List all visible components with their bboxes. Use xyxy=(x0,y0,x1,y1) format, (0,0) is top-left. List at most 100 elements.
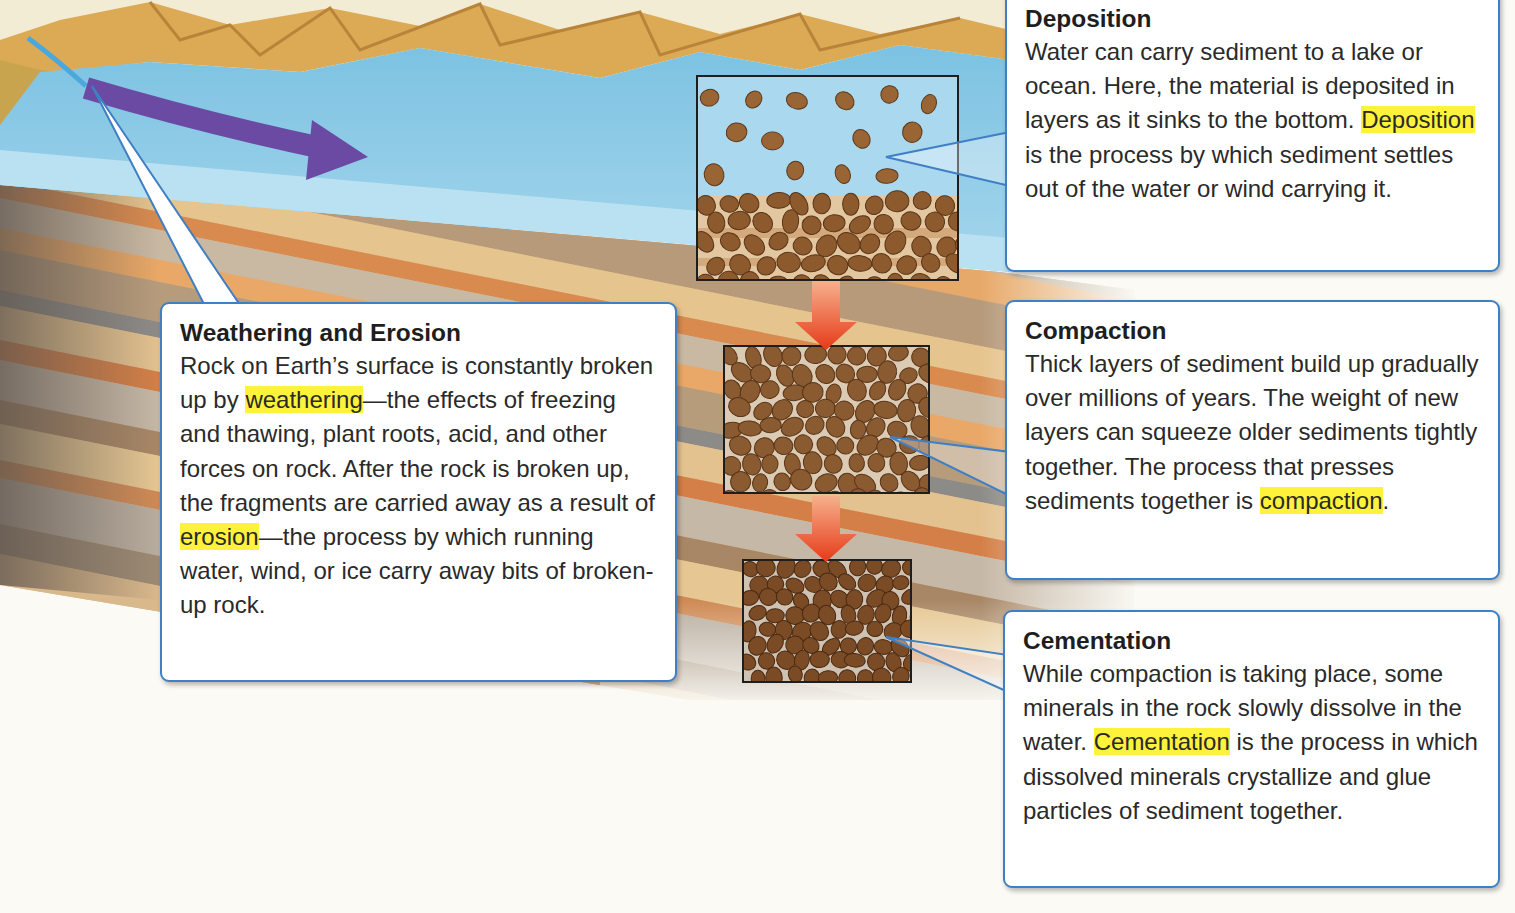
pebble xyxy=(698,87,721,108)
pebble xyxy=(833,273,858,280)
pebble xyxy=(747,603,769,623)
pebble xyxy=(725,121,748,143)
pebble xyxy=(787,665,804,682)
pebble xyxy=(737,420,762,438)
pebble xyxy=(759,379,781,400)
cementation-picture xyxy=(736,554,934,690)
pebble xyxy=(837,668,857,682)
pebble xyxy=(818,670,839,682)
pebble xyxy=(810,271,836,280)
pebble xyxy=(848,560,867,577)
pebble xyxy=(866,620,884,637)
pebble xyxy=(857,669,874,682)
callout-box: CompactionThick layers of sediment build… xyxy=(1005,300,1500,580)
pebble xyxy=(869,664,895,682)
pebble xyxy=(887,346,910,363)
erosion-arrow-head xyxy=(306,120,368,180)
pebble xyxy=(742,88,765,112)
pebble xyxy=(877,470,902,493)
pebble xyxy=(821,452,845,477)
pebble xyxy=(862,193,886,218)
pebble xyxy=(706,211,726,235)
pebble xyxy=(867,453,885,473)
pebble xyxy=(824,252,851,278)
pebble xyxy=(751,670,766,682)
pebble xyxy=(719,194,741,213)
pebble xyxy=(812,470,840,493)
pebble xyxy=(760,417,782,433)
pebble xyxy=(812,193,831,214)
pebble xyxy=(906,269,938,280)
pebble xyxy=(849,126,873,151)
pebble xyxy=(891,574,910,591)
pebble xyxy=(901,121,923,144)
pebble xyxy=(789,271,816,280)
callout-text: Thick layers of sediment build up gradua… xyxy=(1025,347,1482,517)
callout-pointer xyxy=(890,437,1010,496)
pebbles xyxy=(697,82,958,280)
deposition-picture xyxy=(691,76,982,301)
stream xyxy=(28,38,86,86)
pebble xyxy=(919,92,939,115)
pebble xyxy=(902,560,911,576)
pebble xyxy=(909,454,929,471)
pebble xyxy=(842,193,859,215)
pebble xyxy=(804,669,820,682)
pebble xyxy=(822,213,846,233)
pebble xyxy=(727,210,751,230)
pebble xyxy=(716,270,740,280)
pebble xyxy=(944,208,958,235)
pebble xyxy=(942,250,958,278)
pebble xyxy=(776,251,802,274)
pebble xyxy=(865,560,884,576)
pebble xyxy=(899,210,923,233)
picture-ground xyxy=(724,346,929,493)
callout-box: CementationWhile compaction is taking pl… xyxy=(1003,610,1500,888)
pebble xyxy=(800,252,827,273)
callout-box: Weathering and ErosionRock on Earth’s su… xyxy=(160,302,677,682)
pebble xyxy=(848,453,866,473)
pebble xyxy=(802,412,828,438)
picture-ground xyxy=(743,560,911,682)
pebble xyxy=(899,586,911,607)
pebble xyxy=(729,470,753,493)
pebble xyxy=(844,653,866,668)
pebble xyxy=(923,210,947,234)
pebble xyxy=(765,667,782,682)
pebble xyxy=(717,229,744,254)
process-arrow xyxy=(795,496,857,562)
pebble xyxy=(702,162,726,188)
pebble xyxy=(766,192,791,209)
callout-text: While compaction is taking place, some m… xyxy=(1023,657,1482,827)
pebble xyxy=(786,465,816,493)
pebble xyxy=(740,231,768,259)
pebble xyxy=(784,159,806,182)
callout-text: Rock on Earth’s surface is constantly br… xyxy=(180,349,659,622)
pebble xyxy=(866,378,889,403)
pebble xyxy=(784,90,809,111)
pebbles xyxy=(743,560,911,682)
pebble xyxy=(697,271,719,280)
pebble xyxy=(697,228,718,256)
callout-heading: Compaction xyxy=(1025,314,1482,347)
pebble xyxy=(814,398,836,419)
pebble xyxy=(743,589,760,608)
pebble xyxy=(809,650,830,668)
pebble xyxy=(762,132,784,150)
strata-shadow xyxy=(0,150,160,600)
pebble xyxy=(899,619,911,639)
callout-text: Water can carry sediment to a lake or oc… xyxy=(1025,35,1482,205)
callout-heading: Weathering and Erosion xyxy=(180,316,659,349)
pebble xyxy=(916,361,929,387)
callout-pointer xyxy=(886,132,1010,186)
compaction-picture xyxy=(716,341,945,514)
pebble xyxy=(884,190,909,213)
pebble xyxy=(877,82,901,106)
pebble xyxy=(766,229,792,254)
pebble xyxy=(826,346,848,366)
pebble xyxy=(739,270,761,280)
pebble xyxy=(781,209,800,234)
pebble xyxy=(868,250,896,278)
pebble xyxy=(886,377,909,403)
pebble xyxy=(823,413,849,440)
